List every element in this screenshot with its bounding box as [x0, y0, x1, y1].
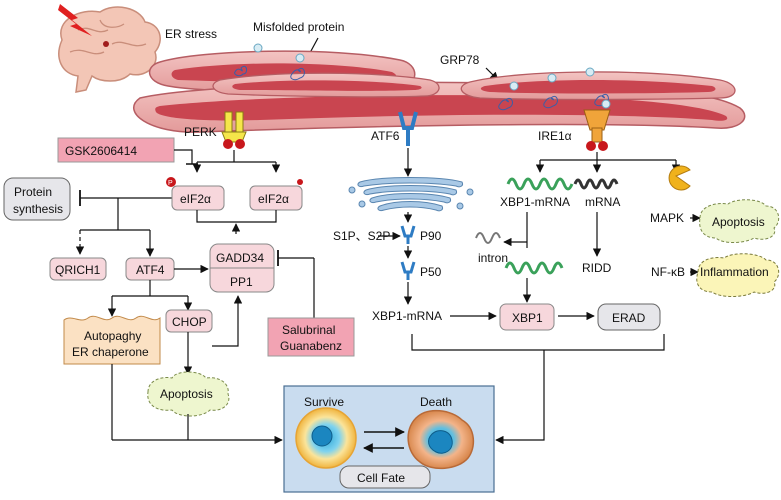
autophagy-er-chaperone-box — [63, 315, 161, 365]
nfkb-label: NF-κB — [651, 265, 685, 279]
eif2a-left-box — [171, 185, 225, 211]
p50-label: P50 — [420, 265, 442, 279]
survive-label: Survive — [304, 395, 344, 409]
er-chaperone-label: ER chaperone — [72, 345, 149, 359]
inflammation-label: Inflammation — [700, 265, 769, 279]
qrich1-box — [49, 257, 107, 281]
eif2a-left-label: eIF2α — [180, 192, 211, 206]
apoptosis-left-label: Apoptosis — [160, 387, 213, 401]
p90-label: P90 — [420, 229, 442, 243]
inflammation-cloud — [696, 253, 780, 297]
protein-synthesis-box — [3, 177, 71, 221]
pp1-label: PP1 — [230, 275, 253, 289]
chop-box — [165, 309, 213, 333]
salubrinal-label: Salubrinal — [282, 323, 335, 337]
atf6-receptor-icon — [398, 111, 418, 146]
qrich1-label: QRICH1 — [55, 263, 101, 277]
mapk-label: MAPK — [650, 211, 684, 225]
endoplasmic-reticulum — [133, 43, 746, 133]
mapk-pacman-icon — [668, 165, 691, 191]
guanabenz-label: Guanabenz — [280, 339, 342, 353]
phospho-small-icon — [297, 179, 303, 185]
perk-label: PERK — [184, 125, 217, 139]
mrna-wave-icon — [573, 178, 619, 190]
brain-icon — [58, 6, 161, 93]
s1p-s2p-label: S1P、S2P — [333, 229, 390, 243]
golgi-apparatus-icon — [348, 177, 474, 212]
ridd-label: RIDD — [582, 261, 612, 275]
eif2a-right-label: eIF2α — [258, 192, 289, 206]
cell-fate-label: Cell Fate — [357, 471, 405, 485]
p90-icon — [400, 225, 416, 244]
dying-cell-nucleus-icon — [428, 430, 453, 454]
mrna-label: mRNA — [585, 195, 620, 209]
atf4-label: ATF4 — [136, 263, 165, 277]
apoptosis-right-label: Apoptosis — [712, 215, 765, 229]
protein-synthesis-line1: Protein — [14, 185, 52, 199]
death-label: Death — [420, 395, 452, 409]
phospho-mark-icon — [166, 177, 176, 187]
p50-icon — [400, 261, 416, 280]
apoptosis-left-cloud — [147, 371, 230, 417]
er-stress-label: ER stress — [165, 27, 217, 41]
chop-label: CHOP — [172, 315, 207, 329]
autophagy-label: Autopaghy — [84, 329, 141, 343]
intron-label: intron — [478, 251, 508, 265]
ire1a-receptor-icon — [583, 109, 611, 151]
xbp1-mrna-atf6-label: XBP1-mRNA — [372, 309, 442, 323]
phospho-mark-text: P — [168, 180, 173, 187]
protein-synthesis-line2: synthesis — [13, 202, 63, 216]
surviving-cell-nucleus-icon — [311, 425, 333, 447]
perk-receptor-icon — [221, 111, 247, 149]
lightning-icon — [58, 4, 92, 36]
xbp1-mrna-ire1-label: XBP1-mRNA — [500, 195, 570, 209]
misfolded-protein-label: Misfolded protein — [253, 20, 344, 34]
xbp1-label: XBP1 — [512, 311, 543, 325]
erad-label: ERAD — [612, 311, 646, 325]
xbp1-box — [499, 303, 555, 331]
gadd34-label: GADD34 — [216, 251, 264, 265]
xbp1-mrna-wave-icon — [506, 177, 574, 191]
cell-fate-box — [339, 465, 431, 489]
grp78-label: GRP78 — [440, 53, 480, 67]
gsk2606414-label: GSK2606414 — [65, 144, 137, 158]
spliced-xbp1-mrna-wave-icon — [504, 261, 564, 275]
erad-box — [597, 303, 661, 331]
intron-loop-icon — [475, 232, 501, 244]
apoptosis-right-cloud — [699, 199, 780, 243]
salubrinal-guanabenz-box — [267, 317, 355, 357]
atf6-label: ATF6 — [371, 129, 400, 143]
ire1a-label: IRE1α — [538, 129, 572, 143]
